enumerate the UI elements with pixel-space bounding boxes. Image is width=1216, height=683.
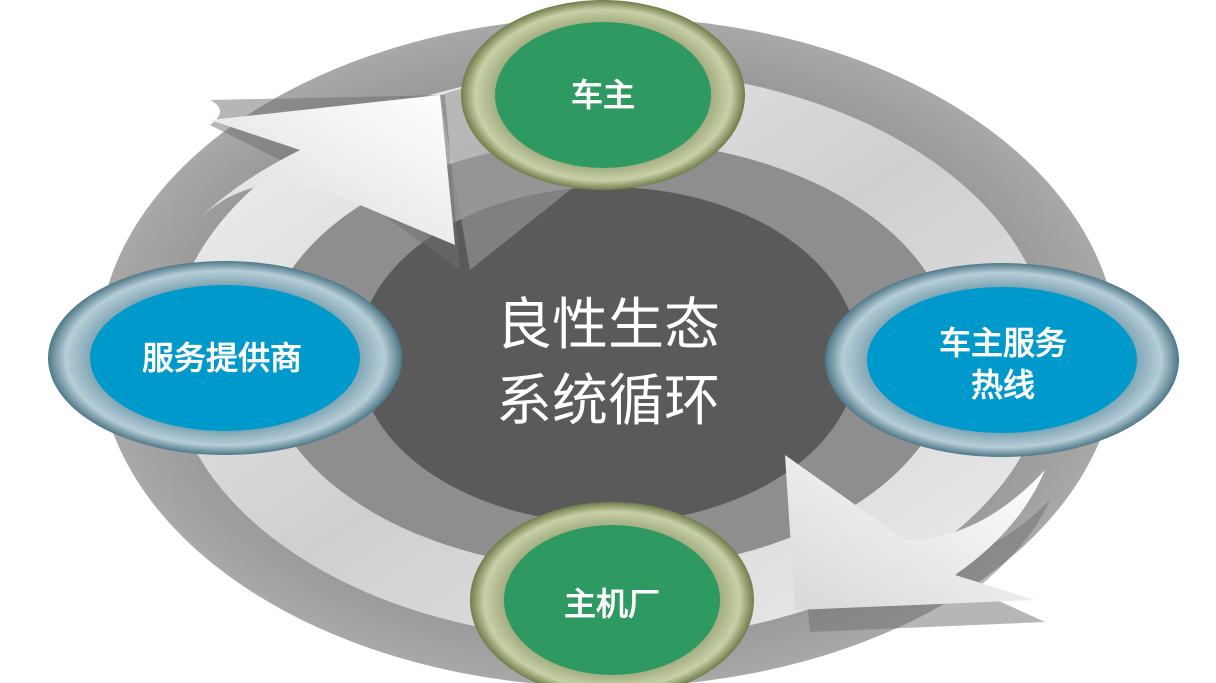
node-top-label: 车主: [570, 76, 636, 114]
node-left-fill: [90, 285, 360, 431]
inner-ellipse: [358, 187, 858, 523]
node-bottom-label: 主机厂: [563, 585, 661, 623]
node-bottom-fill: [504, 525, 720, 675]
node-right-line-2: 热线: [970, 366, 1036, 404]
node-right-label: 车主服务 热线: [939, 322, 1067, 406]
center-line-1: 良性生态: [496, 293, 720, 358]
node-left-label: 服务提供商: [141, 339, 303, 377]
center-title: 良性生态 系统循环: [496, 288, 720, 440]
center-line-2: 系统循环: [496, 369, 720, 434]
arrow-top-left-shape: [180, 95, 455, 245]
node-right-line-1: 车主服务: [938, 324, 1068, 362]
arrow-bottom-right-shape: [785, 455, 1045, 610]
node-top-fill: [495, 22, 711, 168]
node-right-fill: [867, 287, 1137, 433]
